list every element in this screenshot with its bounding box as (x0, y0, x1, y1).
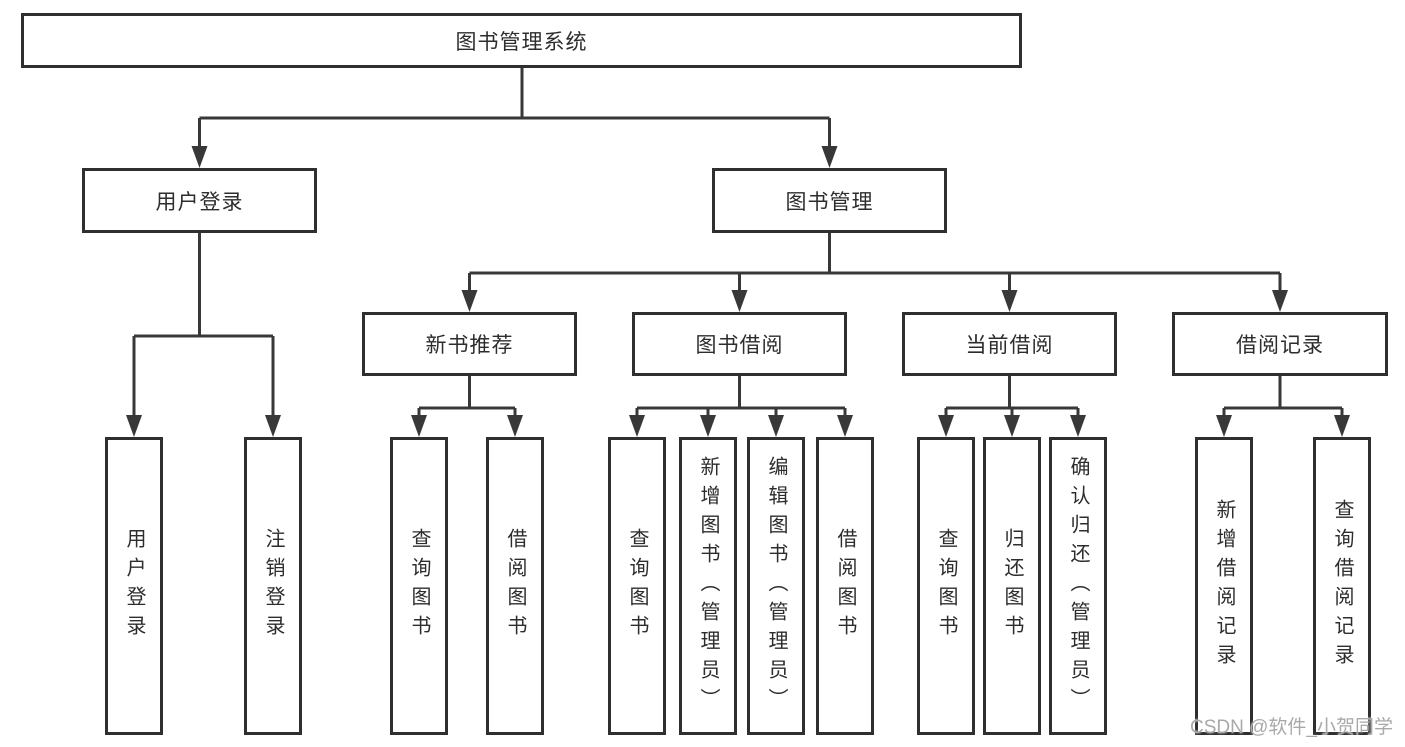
node-label: 当前借阅 (965, 334, 1054, 357)
arrow-down-icon (1070, 415, 1086, 437)
leaf-query-books: 查询图书 (608, 437, 666, 735)
leaf-label: 归还图书 (1001, 528, 1023, 644)
leaf-logout: 注销登录 (244, 437, 302, 735)
arrow-down-icon (126, 415, 142, 437)
leaf-label: 查询借阅记录 (1331, 499, 1353, 673)
leaf-confirm-return-admin: 确认归还（管理员） (1049, 437, 1107, 735)
leaf-label: 查询图书 (626, 528, 648, 644)
node-label: 图书借阅 (695, 334, 784, 357)
arrow-down-icon (507, 415, 523, 437)
node-user-login: 用户登录 (82, 168, 317, 233)
arrow-down-icon (265, 415, 281, 437)
arrow-down-icon (938, 415, 954, 437)
node-label: 图书管理 (785, 190, 874, 214)
node-label: 用户登录 (155, 190, 244, 214)
node-label: 图书管理系统 (455, 30, 588, 54)
node-label: 借阅记录 (1236, 334, 1324, 357)
leaf-label: 新增借阅记录 (1213, 499, 1235, 673)
leaf-add-books-admin: 新增图书（管理员） (679, 437, 737, 735)
arrow-down-icon (768, 415, 784, 437)
arrow-down-icon (821, 146, 838, 168)
leaf-label: 新增图书（管理员） (697, 455, 719, 717)
leaf-label: 确认归还（管理员） (1067, 455, 1089, 717)
arrow-down-icon (837, 415, 853, 437)
leaf-edit-books-admin: 编辑图书（管理员） (747, 437, 805, 735)
leaf-label: 借阅图书 (504, 528, 526, 644)
leaf-add-borrow-record: 新增借阅记录 (1195, 437, 1253, 735)
arrow-down-icon (1216, 415, 1232, 437)
leaf-borrow-books: 借阅图书 (816, 437, 874, 735)
node-label: 新书推荐 (425, 334, 514, 357)
arrow-down-icon (700, 415, 716, 437)
arrow-down-icon (1001, 290, 1018, 312)
leaf-return-books: 归还图书 (983, 437, 1041, 735)
node-book-borrow: 图书借阅 (632, 312, 847, 376)
arrow-down-icon (731, 290, 748, 312)
leaf-label: 注销登录 (262, 528, 284, 644)
leaf-label: 查询图书 (935, 528, 957, 644)
arrow-down-icon (1334, 415, 1350, 437)
node-book-management: 图书管理 (712, 168, 947, 233)
arrow-down-icon (1004, 415, 1020, 437)
arrow-down-icon (191, 146, 208, 168)
leaf-query-books: 查询图书 (390, 437, 448, 735)
leaf-label: 查询图书 (408, 528, 430, 644)
arrow-down-icon (411, 415, 427, 437)
node-current-borrow: 当前借阅 (902, 312, 1117, 376)
arrow-down-icon (629, 415, 645, 437)
leaf-user-login: 用户登录 (105, 437, 163, 735)
arrow-down-icon (1272, 290, 1288, 312)
leaf-query-borrow-record: 查询借阅记录 (1313, 437, 1371, 735)
node-borrow-record: 借阅记录 (1172, 312, 1388, 376)
arrowheads (126, 146, 1350, 437)
node-new-book-recommend: 新书推荐 (362, 312, 577, 376)
leaf-label: 用户登录 (123, 528, 145, 644)
node-library-management-system: 图书管理系统 (21, 13, 1022, 68)
leaf-query-books: 查询图书 (917, 437, 975, 735)
csdn-watermark: CSDN @软件_小贺同学 (1190, 717, 1393, 738)
arrow-down-icon (461, 290, 478, 312)
leaf-borrow-books: 借阅图书 (486, 437, 544, 735)
leaf-label: 借阅图书 (834, 528, 856, 644)
leaf-label: 编辑图书（管理员） (765, 455, 787, 717)
